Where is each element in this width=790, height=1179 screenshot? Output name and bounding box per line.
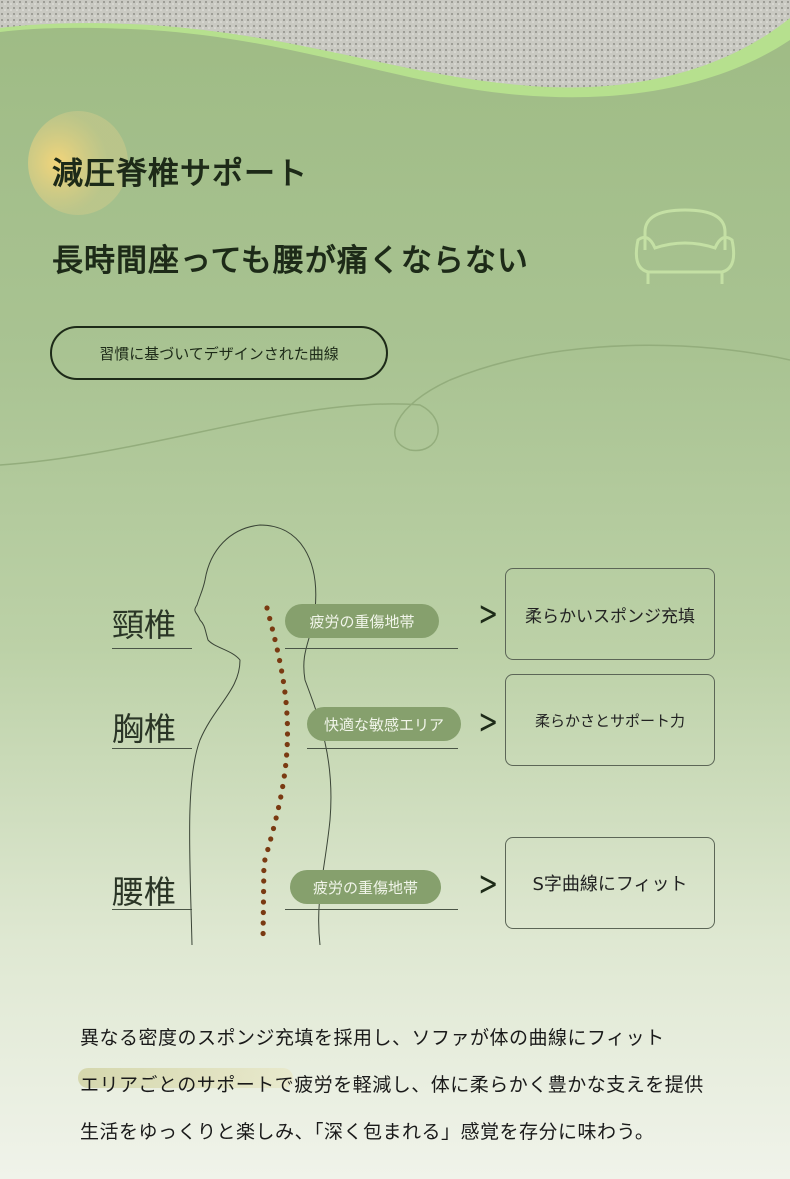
highlight-mark: [78, 1068, 293, 1088]
divider: [285, 648, 458, 649]
divider: [112, 648, 192, 649]
description-line: 異なる密度のスポンジ充填を採用し、ソファが体の曲線にフィット: [80, 1027, 665, 1049]
spine-dot: [260, 920, 266, 926]
spine-dot: [274, 647, 280, 653]
feature-box-lumbar: S字曲線にフィット: [505, 837, 715, 929]
spine-dot: [272, 636, 278, 643]
spine-dot: [261, 867, 267, 874]
spine-dot: [273, 815, 279, 821]
tag-thoracic: 快適な敏感エリア: [307, 707, 461, 741]
feature-box-cervical: 柔らかいスポンジ充填: [505, 568, 715, 660]
feature-text: 柔らかいスポンジ充填: [525, 607, 695, 627]
spine-dot: [284, 752, 290, 758]
chevron-right-icon: >: [478, 864, 499, 904]
feature-text: S字曲線にフィット: [532, 874, 688, 895]
spine-dot: [265, 846, 271, 853]
spine-dot: [283, 699, 289, 706]
spine-dot: [275, 804, 282, 811]
description-line: エリアごとのサポートで疲労を軽減し、体に柔らかく豊かな支えを提供: [80, 1074, 704, 1096]
divider: [307, 748, 458, 749]
spine-dot: [268, 836, 274, 842]
spine-dot: [278, 794, 284, 800]
spine-dot: [284, 720, 290, 727]
divider: [112, 748, 192, 749]
spine-dot: [280, 678, 287, 685]
description-line: 生活をゆっくりと楽しみ、「深く包まれる」感覚を存分に味わう。: [80, 1121, 655, 1143]
page-subtitle: 長時間座っても腰が痛くならない: [52, 243, 529, 279]
divider: [285, 909, 458, 910]
spine-dots: [260, 605, 291, 937]
chevron-right-icon: >: [478, 702, 499, 742]
spine-label-cervical: 頸椎: [112, 606, 177, 644]
feature-text: 柔らかさとサポート力: [534, 711, 685, 730]
spine-dot: [281, 773, 287, 779]
fabric-texture: [0, 0, 790, 88]
spine-dot: [260, 888, 267, 895]
spine-dot: [260, 909, 266, 916]
spine-dot: [264, 605, 270, 611]
feature-pill: 習慣に基づいてデザインされた曲線: [50, 326, 388, 380]
tag-lumbar: 疲労の重傷地帯: [290, 870, 441, 904]
spine-dot: [270, 825, 277, 832]
spine-dot: [280, 783, 286, 790]
spine-dot: [282, 689, 288, 695]
page-title: 減圧脊椎サポート: [52, 156, 308, 192]
feature-box-thoracic: 柔らかさとサポート力: [505, 674, 715, 766]
spine-dot: [260, 899, 267, 905]
spine-dot: [260, 930, 266, 937]
spine-dot: [284, 710, 290, 716]
spine-dot: [284, 741, 290, 748]
spine-dot: [283, 762, 289, 769]
spine-dot: [267, 615, 273, 622]
spine-dot: [262, 857, 268, 863]
spine-dot: [277, 657, 283, 664]
spine-dot: [261, 878, 267, 884]
spine-dot: [279, 668, 285, 674]
chevron-right-icon: >: [478, 594, 499, 634]
divider: [112, 909, 192, 910]
spine-label-thoracic: 胸椎: [112, 710, 177, 748]
spine-dot: [284, 731, 291, 737]
sun-circle: [28, 111, 128, 215]
tag-cervical: 疲労の重傷地帯: [285, 604, 439, 638]
spine-dot: [269, 626, 275, 632]
sofa-icon: [634, 208, 736, 284]
spine-label-lumbar: 腰椎: [112, 873, 177, 911]
